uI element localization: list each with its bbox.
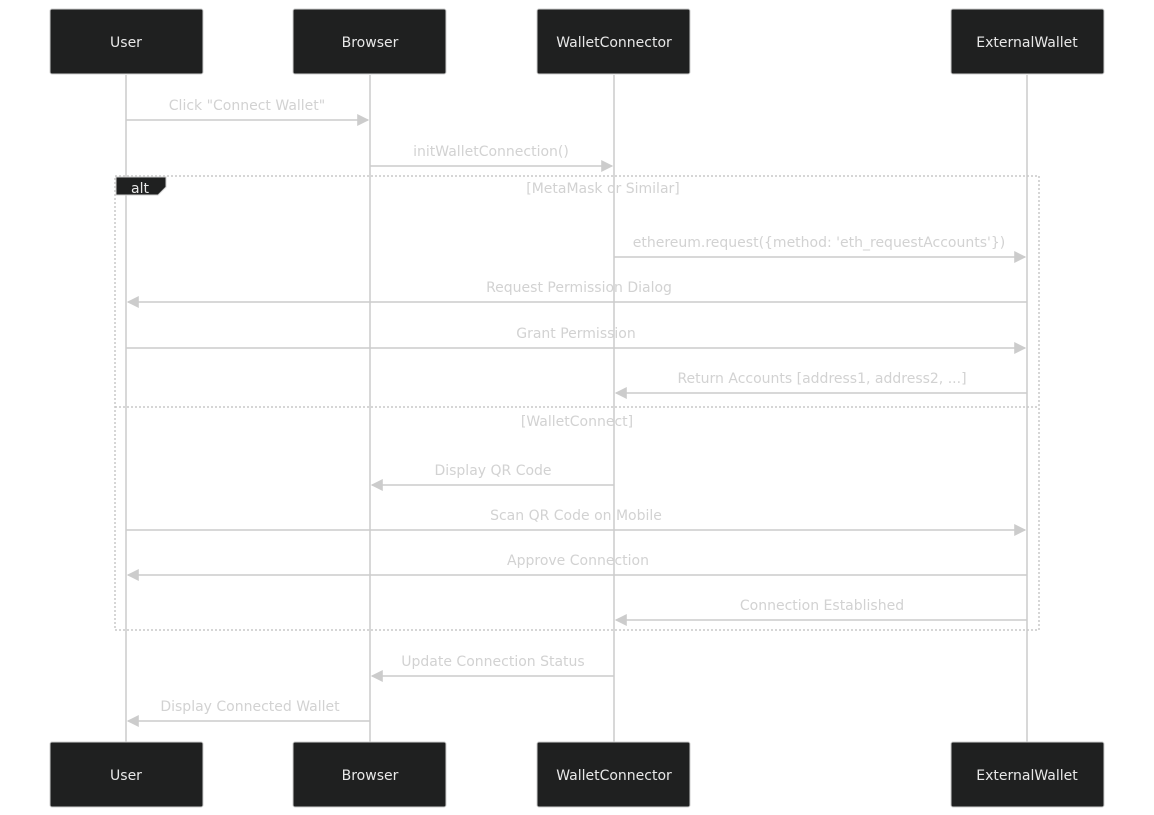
message-label: ethereum.request({method: 'eth_requestAc… <box>633 235 1006 251</box>
actor-label-wallet-connector-bottom: WalletConnector <box>556 768 672 784</box>
actors-bottom: User Browser WalletConnector ExternalWal… <box>49 741 1105 808</box>
actor-box-browser <box>292 8 447 75</box>
actor-label-user: User <box>110 35 142 51</box>
message-label: Request Permission Dialog <box>486 280 672 296</box>
actor-box-user-bottom <box>49 741 204 808</box>
actor-box-wallet-connector-bottom <box>536 741 691 808</box>
message-label: Connection Established <box>740 598 904 614</box>
alt-condition-metamask: [MetaMask or Similar] <box>526 181 680 197</box>
actors-top: User Browser WalletConnector ExternalWal… <box>49 8 1105 75</box>
alt-fragment: alt [MetaMask or Similar] [WalletConnect… <box>114 175 1040 631</box>
actor-box-browser-bottom <box>292 741 447 808</box>
messages: Click "Connect Wallet" initWalletConnect… <box>126 98 1027 727</box>
actor-label-wallet-connector: WalletConnector <box>556 35 672 51</box>
alt-frame <box>114 175 1040 631</box>
lifelines <box>125 75 1028 742</box>
message-label: initWalletConnection() <box>413 144 569 160</box>
message-label: Click "Connect Wallet" <box>169 98 325 114</box>
actor-box-external-wallet-bottom <box>950 741 1105 808</box>
actor-label-user-bottom: User <box>110 768 142 784</box>
actor-label-external-wallet-bottom: ExternalWallet <box>976 768 1078 784</box>
message-label: Scan QR Code on Mobile <box>490 508 662 524</box>
actor-box-wallet-connector <box>536 8 691 75</box>
message-label: Return Accounts [address1, address2, ...… <box>677 371 966 387</box>
alt-label: alt <box>131 181 149 197</box>
alt-condition-walletconnect: [WalletConnect] <box>521 414 633 430</box>
message-label: Grant Permission <box>516 326 636 342</box>
actor-box-user <box>49 8 204 75</box>
actor-box-external-wallet <box>950 8 1105 75</box>
actor-label-external-wallet: ExternalWallet <box>976 35 1078 51</box>
alt-tab <box>115 176 167 196</box>
actor-label-browser: Browser <box>342 35 399 51</box>
message-label: Display Connected Wallet <box>160 699 340 715</box>
actor-label-browser-bottom: Browser <box>342 768 399 784</box>
message-label: Update Connection Status <box>401 654 584 670</box>
message-label: Approve Connection <box>507 553 649 569</box>
message-label: Display QR Code <box>434 463 551 479</box>
